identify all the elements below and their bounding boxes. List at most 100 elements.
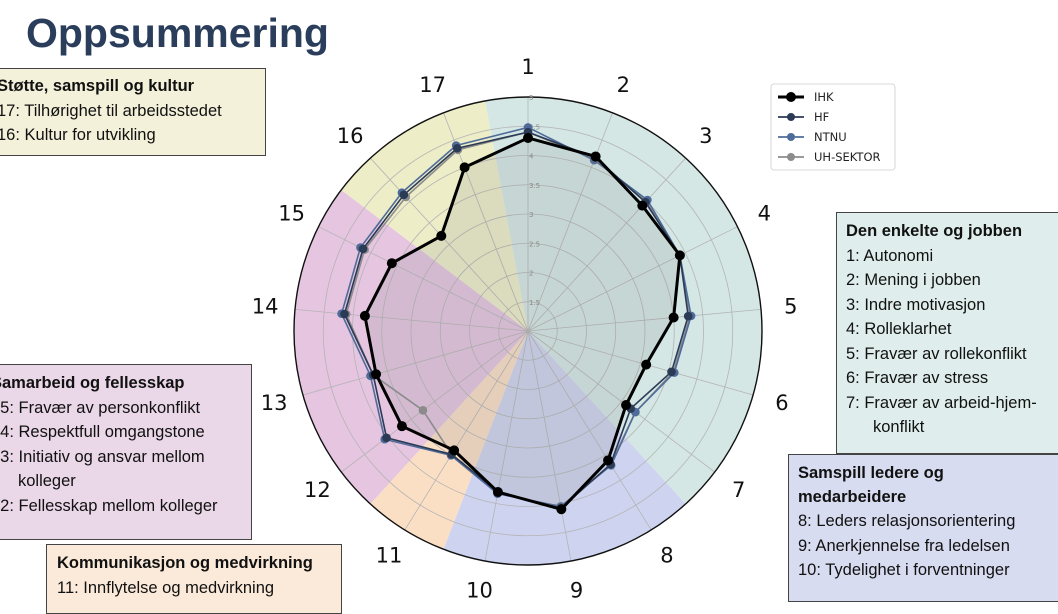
grid-spoke: [341, 330, 529, 473]
group-item: 5: Fravær av rollekonflikt: [846, 344, 1027, 363]
grid-spoke: [302, 330, 529, 396]
axis-label-3: 3: [699, 124, 712, 148]
axis-label-8: 8: [660, 543, 673, 567]
group-item: 13: Initiativ og ansvar mellom: [0, 447, 205, 466]
legend-marker: [787, 113, 795, 121]
axis-label-12: 12: [304, 478, 331, 502]
data-point: [418, 406, 428, 415]
group-item: 14: Respektfull omgangstone: [0, 423, 205, 441]
data-point: [674, 250, 685, 261]
group-item: 11: Innflytelse og medvirkning: [57, 578, 275, 597]
group-item: 15: Fravær av personkonflikt: [0, 398, 201, 417]
group-box-kommunikasjon-medvirkning: Kommunikasjon og medvirkning 11: Innflyt…: [46, 544, 342, 614]
data-point: [637, 200, 648, 211]
group-box-den-enkelte-jobben: Den enkelte og jobben 1: Autonomi 2: Men…: [836, 212, 1058, 454]
data-point: [358, 244, 368, 254]
radial-tick-label: 3.5: [529, 182, 540, 190]
group-box-samarbeid-fellesskap: Samarbeid og fellesskap 15: Fravær av pe…: [0, 364, 252, 540]
legend-marker: [787, 153, 795, 161]
radar-series: [337, 123, 696, 515]
legend-box: [770, 83, 896, 171]
axis-label-15: 15: [278, 201, 305, 225]
data-point: [668, 312, 679, 323]
axis-label-9: 9: [570, 579, 583, 603]
group-item: 7: Fravær av arbeid-hjem-: [846, 393, 1037, 412]
group-title: Samarbeid og fellesskap: [0, 374, 185, 392]
grid-spoke: [527, 330, 715, 473]
group-item-continued: kolleger: [18, 472, 76, 490]
axis-label-6: 6: [775, 391, 788, 415]
data-point: [359, 310, 370, 321]
radial-tick-label: 2.5: [529, 240, 540, 248]
group-title: Den enkelte og jobben: [846, 222, 1023, 240]
legend-label: IHK: [814, 90, 834, 104]
grid-spoke: [527, 157, 686, 332]
group-item: 10: Tydelighet i forventninger: [798, 561, 1010, 579]
group-title-line: Samspill ledere og: [798, 464, 944, 482]
category-sector: [370, 331, 528, 550]
data-point: [340, 309, 349, 319]
axis-label-2: 2: [617, 73, 630, 97]
radial-tick-label: 2: [529, 270, 533, 278]
group-title: Støtte, samspill og kultur: [0, 77, 195, 95]
category-sector: [294, 189, 528, 504]
legend-label: NTNU: [814, 130, 847, 144]
group-item: 1: Autonomi: [846, 246, 934, 265]
chart-legend: IHK HF NTNU UH-SEKTOR: [770, 83, 896, 171]
group-item: 16: Kultur for utvikling: [0, 126, 156, 144]
radial-tick-label: 5: [529, 94, 533, 102]
grid-spoke: [527, 330, 572, 562]
axis-label-10: 10: [466, 579, 493, 603]
data-point: [492, 487, 503, 498]
data-point: [523, 132, 533, 143]
data-point: [371, 369, 382, 380]
category-sectors: [294, 97, 763, 565]
axis-label-13: 13: [261, 391, 288, 415]
group-title-line: medarbeidere: [798, 488, 907, 506]
grid-spoke: [370, 157, 529, 332]
axis-label-1: 1: [521, 55, 534, 79]
group-item-continued: konflikt: [873, 418, 925, 436]
legend-label: UH-SEKTOR: [814, 150, 881, 164]
radial-tick-label: 4: [529, 153, 534, 161]
data-point: [641, 359, 652, 370]
group-item: 2: Mening i jobben: [846, 271, 981, 289]
legend-label: HF: [814, 110, 829, 124]
data-point: [436, 230, 447, 241]
axis-label-14: 14: [252, 295, 279, 319]
group-box-samspill-ledere: Samspill ledere og medarbeidere 8: Leder…: [788, 454, 1058, 602]
group-item: 4: Rolleklarhet: [846, 320, 952, 338]
grid-spoke: [404, 330, 529, 531]
category-sector: [443, 331, 686, 565]
group-title: Kommunikasjon og medvirkning: [57, 554, 313, 572]
data-point: [459, 162, 470, 173]
group-item: 12: Fellesskap mellom kolleger: [0, 496, 218, 515]
outer-ring: [293, 96, 763, 566]
group-item: 6: Fravær av stress: [846, 369, 989, 387]
data-point: [590, 151, 601, 162]
legend-marker: [786, 92, 796, 102]
axis-label-11: 11: [376, 543, 403, 567]
data-point: [386, 258, 397, 269]
radial-tick-label: 1.5: [529, 299, 540, 307]
series-line-ihk: [363, 136, 682, 511]
data-point: [621, 400, 632, 411]
data-point: [399, 190, 409, 200]
axis-label-7: 7: [732, 478, 745, 502]
group-item: 8: Leders relasjonsorientering: [798, 512, 1016, 530]
grid-spoke: [484, 330, 529, 562]
axis-label-17: 17: [419, 73, 446, 97]
data-point: [382, 433, 391, 443]
grid-spoke: [527, 226, 738, 332]
radial-tick-label: 4.5: [529, 123, 540, 131]
group-item: 17: Tilhørighet til arbeidsstedet: [0, 101, 222, 120]
axis-label-16: 16: [337, 124, 364, 148]
axis-label-4: 4: [758, 201, 771, 225]
data-point: [396, 421, 407, 432]
legend-marker: [787, 133, 795, 141]
grid-spoke: [318, 226, 529, 332]
data-point: [556, 504, 567, 515]
category-sector: [485, 97, 763, 504]
